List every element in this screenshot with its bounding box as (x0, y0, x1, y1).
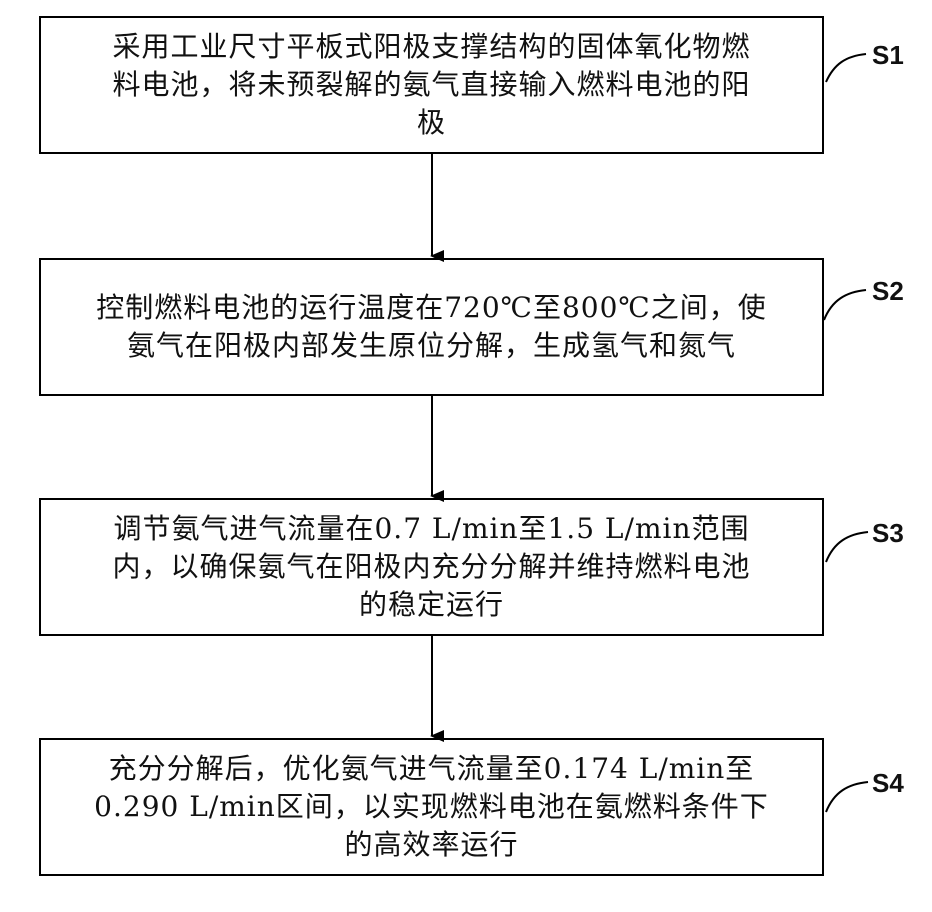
step-label-s3: S3 (872, 518, 904, 549)
step-label-s4: S4 (872, 768, 904, 799)
leader-line-s2 (824, 290, 866, 320)
leader-line-s3 (826, 532, 868, 562)
step-label-s1: S1 (872, 40, 904, 71)
step-label-s2: S2 (872, 276, 904, 307)
leader-line-s1 (826, 54, 866, 82)
leader-line-s4 (826, 782, 868, 812)
